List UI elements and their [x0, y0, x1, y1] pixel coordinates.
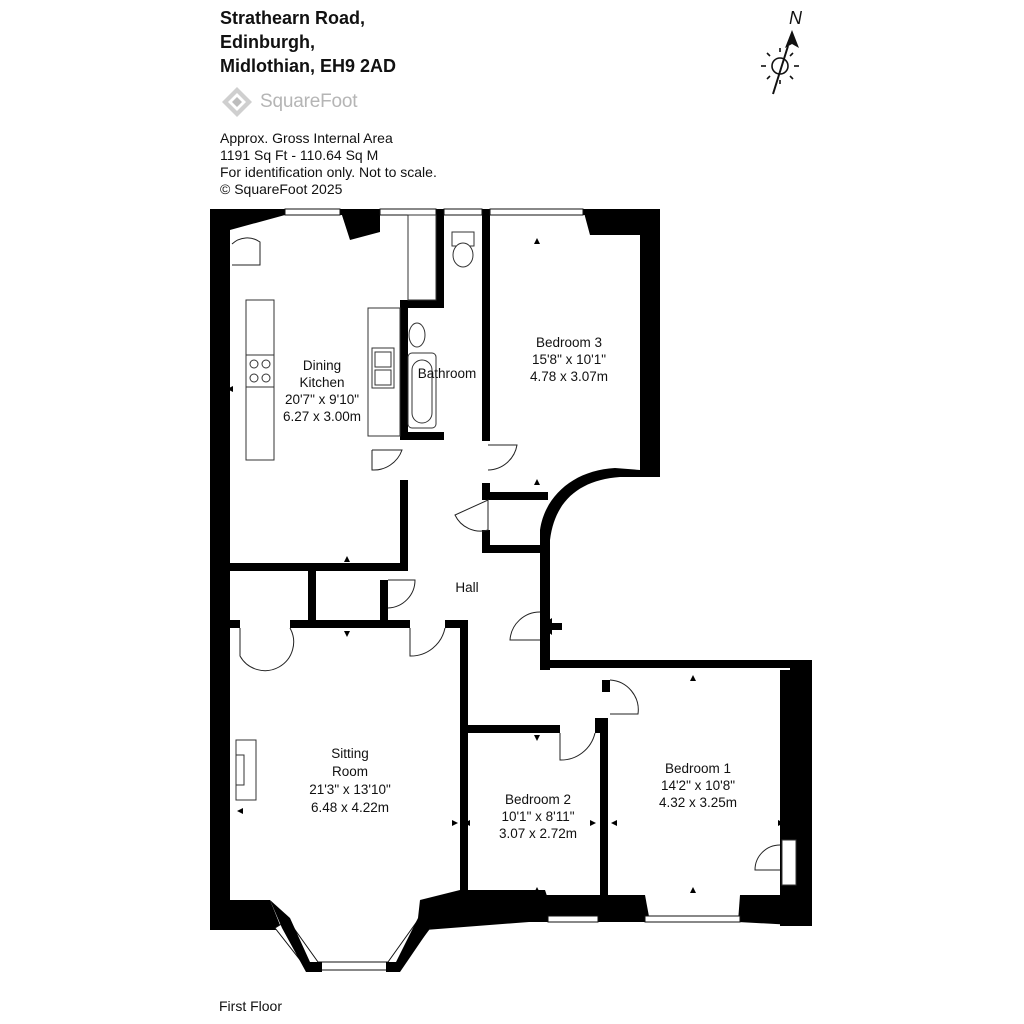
- washbasin-icon: [408, 322, 426, 348]
- room-metric: 4.32 x 3.25m: [659, 795, 737, 810]
- exterior-walls: [210, 209, 812, 930]
- room-imperial: 15'8" x 10'1": [532, 352, 606, 367]
- door-swing: [239, 627, 295, 672]
- door-swing: [609, 679, 639, 715]
- area-info-line-1: Approx. Gross Internal Area: [220, 130, 393, 146]
- room-name: Kitchen: [299, 375, 344, 390]
- room-bedroom-2: Bedroom 2 10'1" x 8'11" 3.07 x 2.72m: [499, 792, 577, 841]
- room-name: Bedroom 2: [505, 792, 571, 807]
- door-swing: [231, 237, 261, 266]
- address-line-1: Strathearn Road,: [220, 8, 366, 28]
- window: [443, 208, 483, 216]
- door-swing: [387, 579, 416, 609]
- room-dining-kitchen: Dining Kitchen 20'7" x 9'10" 6.27 x 3.00…: [283, 358, 361, 424]
- door-swing: [509, 611, 541, 641]
- room-metric: 3.07 x 2.72m: [499, 826, 577, 841]
- cupboard-icon: [781, 839, 797, 886]
- door-swing: [454, 499, 489, 532]
- bay-window: [317, 961, 389, 971]
- dimension-markers: [227, 238, 784, 893]
- squarefoot-diamond-logo-icon: [222, 87, 252, 117]
- hob-icon: [245, 354, 275, 388]
- room-name: Sitting: [331, 746, 369, 761]
- window: [644, 915, 741, 923]
- door-swing: [487, 444, 518, 471]
- room-imperial: 14'2" x 10'8": [661, 778, 735, 793]
- room-metric: 6.27 x 3.00m: [283, 409, 361, 424]
- room-hall: Hall: [455, 580, 478, 595]
- property-address: Strathearn Road, Edinburgh, Midlothian, …: [220, 6, 396, 78]
- door-swing: [409, 627, 446, 657]
- room-name: Hall: [455, 580, 478, 595]
- compass-north-label: N: [789, 8, 803, 28]
- entrance-arrow-icon: [540, 618, 562, 635]
- room-imperial: 20'7" x 9'10": [285, 392, 359, 407]
- window: [489, 208, 584, 216]
- room-bedroom-3: Bedroom 3 15'8" x 10'1" 4.78 x 3.07m: [530, 335, 608, 384]
- room-name: Bathroom: [418, 366, 477, 381]
- kitchen-wall-unit: [407, 214, 437, 301]
- room-bedroom-1: Bedroom 1 14'2" x 10'8" 4.32 x 3.25m: [659, 761, 737, 810]
- room-name: Bedroom 3: [536, 335, 602, 350]
- room-name: Room: [332, 764, 368, 779]
- door-swing: [371, 449, 403, 471]
- area-info-line-2: 1191 Sq Ft - 110.64 Sq M: [220, 147, 379, 163]
- address-line-2: Edinburgh,: [220, 32, 315, 52]
- door-swing: [559, 732, 596, 761]
- window: [379, 208, 437, 216]
- area-info-line-4: © SquareFoot 2025: [220, 181, 343, 197]
- floor-label: First Floor: [219, 998, 282, 1014]
- room-imperial: 21'3" x 13'10": [309, 782, 391, 797]
- brand-logo: SquareFoot: [220, 84, 357, 120]
- room-name: Dining: [303, 358, 341, 373]
- window: [284, 208, 341, 216]
- room-bathroom: Bathroom: [418, 366, 477, 381]
- room-name: Bedroom 1: [665, 761, 731, 776]
- room-sitting-room: Sitting Room 21'3" x 13'10" 6.48 x 4.22m: [309, 746, 391, 815]
- window: [547, 915, 599, 923]
- area-info-line-3: For identification only. Not to scale.: [220, 164, 437, 180]
- interior-walls: [226, 209, 660, 898]
- area-info: Approx. Gross Internal Area 1191 Sq Ft -…: [220, 130, 437, 198]
- brand-name: SquareFoot: [260, 91, 358, 112]
- room-metric: 4.78 x 3.07m: [530, 369, 608, 384]
- windows: [274, 208, 741, 971]
- room-metric: 6.48 x 4.22m: [311, 800, 389, 815]
- door-swings: [231, 237, 781, 871]
- fixtures: [235, 214, 797, 886]
- north-arrow-sun-icon: N: [761, 8, 803, 95]
- door-swing: [754, 844, 781, 871]
- address-line-3: Midlothian, EH9 2AD: [220, 56, 397, 76]
- room-imperial: 10'1" x 8'11": [501, 809, 574, 824]
